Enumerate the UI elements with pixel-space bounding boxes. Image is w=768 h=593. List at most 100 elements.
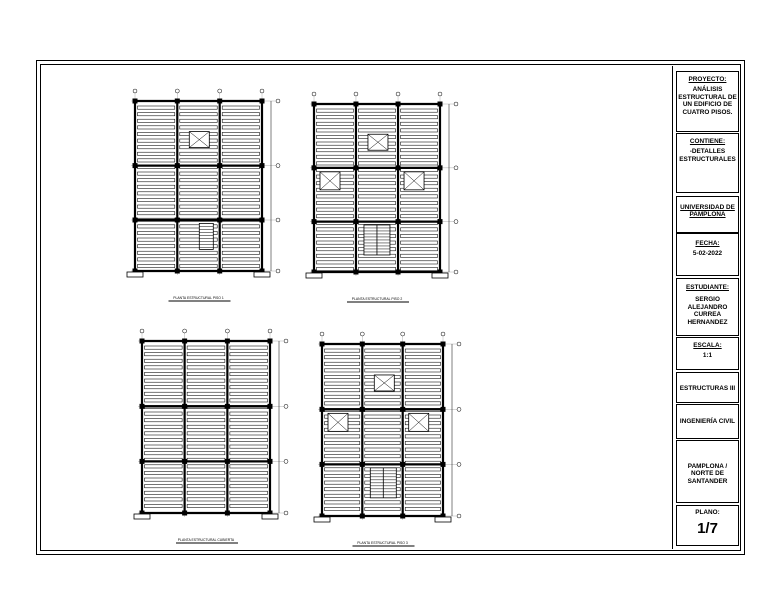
joist [316, 207, 354, 212]
column [267, 458, 273, 464]
joist [400, 227, 438, 232]
joist [400, 234, 438, 238]
column [440, 406, 446, 412]
joist [364, 361, 401, 366]
joist [229, 464, 268, 469]
joist [186, 497, 226, 502]
joist [144, 451, 183, 456]
joist [324, 447, 361, 452]
axis-bubble [400, 331, 405, 337]
column [395, 101, 401, 107]
column [400, 513, 406, 519]
joist [144, 497, 183, 502]
axis-bubble [453, 101, 459, 107]
joist [404, 441, 441, 445]
joist [404, 500, 441, 505]
column [139, 458, 145, 464]
footing [305, 272, 323, 279]
joist [221, 191, 260, 196]
joist [229, 444, 268, 449]
joist [144, 385, 183, 390]
joist [358, 115, 396, 120]
column [259, 268, 265, 274]
joist [137, 211, 176, 216]
axis-bubble [132, 88, 138, 94]
joist [186, 358, 226, 363]
column [359, 461, 365, 467]
joist [400, 194, 438, 199]
footing [431, 272, 449, 279]
axis-bubble [283, 459, 289, 464]
joist [179, 118, 218, 123]
joist [400, 201, 438, 205]
joist [229, 345, 268, 350]
joist [186, 477, 226, 482]
joist [324, 487, 361, 492]
axis-bubble [217, 88, 222, 94]
joist [404, 388, 441, 393]
opening-cross [408, 413, 429, 432]
column [440, 341, 446, 347]
joist [404, 368, 441, 373]
joist [316, 154, 354, 159]
joist [316, 121, 354, 126]
joist [137, 250, 176, 255]
joist [229, 504, 268, 508]
axis-bubble [440, 331, 446, 337]
joist [221, 125, 260, 130]
column [437, 101, 443, 107]
joist [144, 391, 183, 396]
location-name: PAMPLONA / NORTE DE SANTANDER [687, 463, 728, 485]
joist [404, 507, 441, 511]
joist [221, 184, 260, 189]
column [400, 341, 406, 347]
axis-bubble [259, 88, 265, 94]
joist [404, 434, 441, 439]
joist [186, 424, 226, 429]
joist [179, 191, 218, 196]
joist [316, 141, 354, 146]
joist [404, 487, 441, 492]
joist [179, 211, 218, 216]
footing [313, 516, 331, 523]
axis-bubble [275, 98, 281, 104]
column [319, 461, 325, 467]
joist [404, 394, 441, 399]
joist [221, 138, 260, 143]
joist [316, 201, 354, 205]
column [174, 163, 180, 169]
axis-bubble [353, 91, 359, 97]
axis-bubble [283, 404, 289, 409]
joist [137, 125, 176, 130]
column [400, 406, 406, 412]
joist [364, 394, 401, 399]
joist [229, 497, 268, 502]
joist [229, 424, 268, 429]
column [319, 406, 325, 412]
joist [316, 240, 354, 245]
column [174, 268, 180, 274]
axis-bubble [453, 219, 459, 224]
joist [221, 171, 260, 176]
joist [404, 348, 441, 353]
column [132, 217, 138, 223]
column [182, 510, 188, 516]
plan-caption: PLANTA ESTRUCTURAL CUBIERTA [178, 538, 235, 542]
joist [186, 391, 226, 396]
joist [400, 154, 438, 159]
joist [144, 484, 183, 489]
joist [364, 421, 401, 426]
column [395, 219, 401, 225]
program-cell: INGENIERÍA CIVIL [676, 404, 739, 439]
sheet-outer-border [36, 60, 745, 555]
joist [400, 260, 438, 265]
joist [179, 231, 218, 235]
joist [186, 431, 226, 436]
column [217, 98, 223, 104]
joist [316, 247, 354, 252]
joist [137, 257, 176, 262]
column [437, 165, 443, 171]
axis-bubble [283, 338, 289, 344]
joist [229, 385, 268, 390]
